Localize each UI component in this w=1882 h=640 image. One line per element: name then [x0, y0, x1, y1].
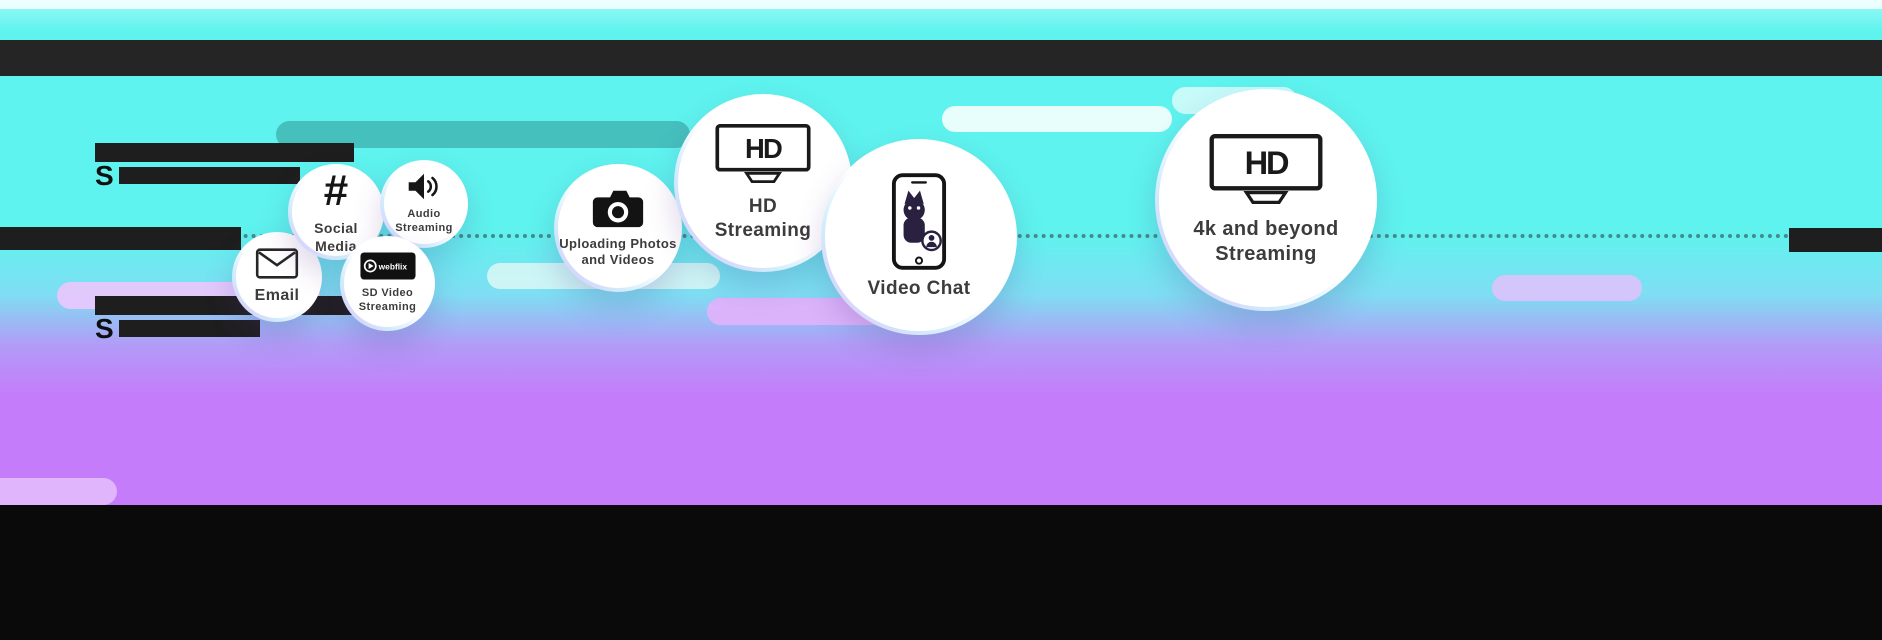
bubble-audio-content: Audio Streaming: [384, 164, 464, 244]
decor-pill-white: [942, 106, 1172, 132]
bubble-label: Uploading Photos and Videos: [559, 235, 677, 267]
decor-pill-lavender-right: [1492, 275, 1642, 301]
bubble-label: Email: [254, 287, 300, 304]
bubble-label: Video Chat: [867, 278, 971, 300]
webflix-wordmark: webflix: [377, 262, 407, 272]
bubble-email: Email: [232, 232, 322, 322]
top-highlight-strip: [0, 0, 1882, 9]
left-text-bottom-prefix: S: [95, 313, 114, 344]
redacted-heading-bar-bottom-2: [119, 320, 260, 337]
bubble-4k-streaming: HD 4k and beyond Streaming: [1155, 89, 1377, 311]
bubble-label: Audio Streaming: [395, 208, 453, 234]
redacted-title-bar: [0, 40, 1882, 76]
4k-tv-icon: HD: [1209, 133, 1323, 210]
bubble-uploading-photos: Uploading Photos and Videos: [554, 164, 682, 292]
webflix-icon: webflix: [359, 252, 417, 280]
redacted-heading-bar-top-2: [119, 167, 300, 184]
bubble-4k-content: HD 4k and beyond Streaming: [1159, 93, 1373, 307]
bubble-email-content: Email: [236, 236, 318, 318]
hd-tv-icon: HD: [715, 123, 811, 188]
video-chat-phone-icon: [891, 173, 947, 270]
email-icon: [255, 248, 299, 279]
bubble-social-media: # Social Media: [288, 164, 384, 260]
bubble-label: Social Media: [314, 220, 358, 254]
bubble-audio-streaming: Audio Streaming: [380, 160, 468, 248]
bubble-chat-content: Video Chat: [825, 143, 1013, 331]
redacted-edge-bar-left: [0, 227, 241, 250]
bubble-upload-content: Uploading Photos and Videos: [558, 168, 678, 288]
hd-logo-text: HD: [1245, 145, 1289, 181]
bubble-sd-content: webflix SD Video Streaming: [344, 240, 431, 327]
bubble-label: SD Video Streaming: [358, 287, 417, 313]
redacted-edge-bar-right: [1789, 228, 1882, 252]
bubble-hd-content: HD HD Streaming: [678, 98, 848, 268]
bubble-sd-video-streaming: webflix SD Video Streaming: [340, 236, 435, 331]
speaker-icon: [407, 172, 441, 201]
camera-icon: [591, 188, 645, 229]
footer-black-band: [0, 505, 1882, 640]
left-text-top-prefix: S: [95, 160, 114, 191]
hashtag-icon: #: [323, 166, 349, 215]
bubble-label: 4k and beyond Streaming: [1193, 217, 1339, 265]
redacted-heading-bar-top-1: [95, 143, 354, 162]
hd-logo-text: HD: [745, 133, 782, 164]
bubble-video-chat: Video Chat: [821, 139, 1017, 335]
bubble-label: HD Streaming: [714, 195, 812, 241]
decor-pill-lavender-bottom: [0, 478, 117, 505]
